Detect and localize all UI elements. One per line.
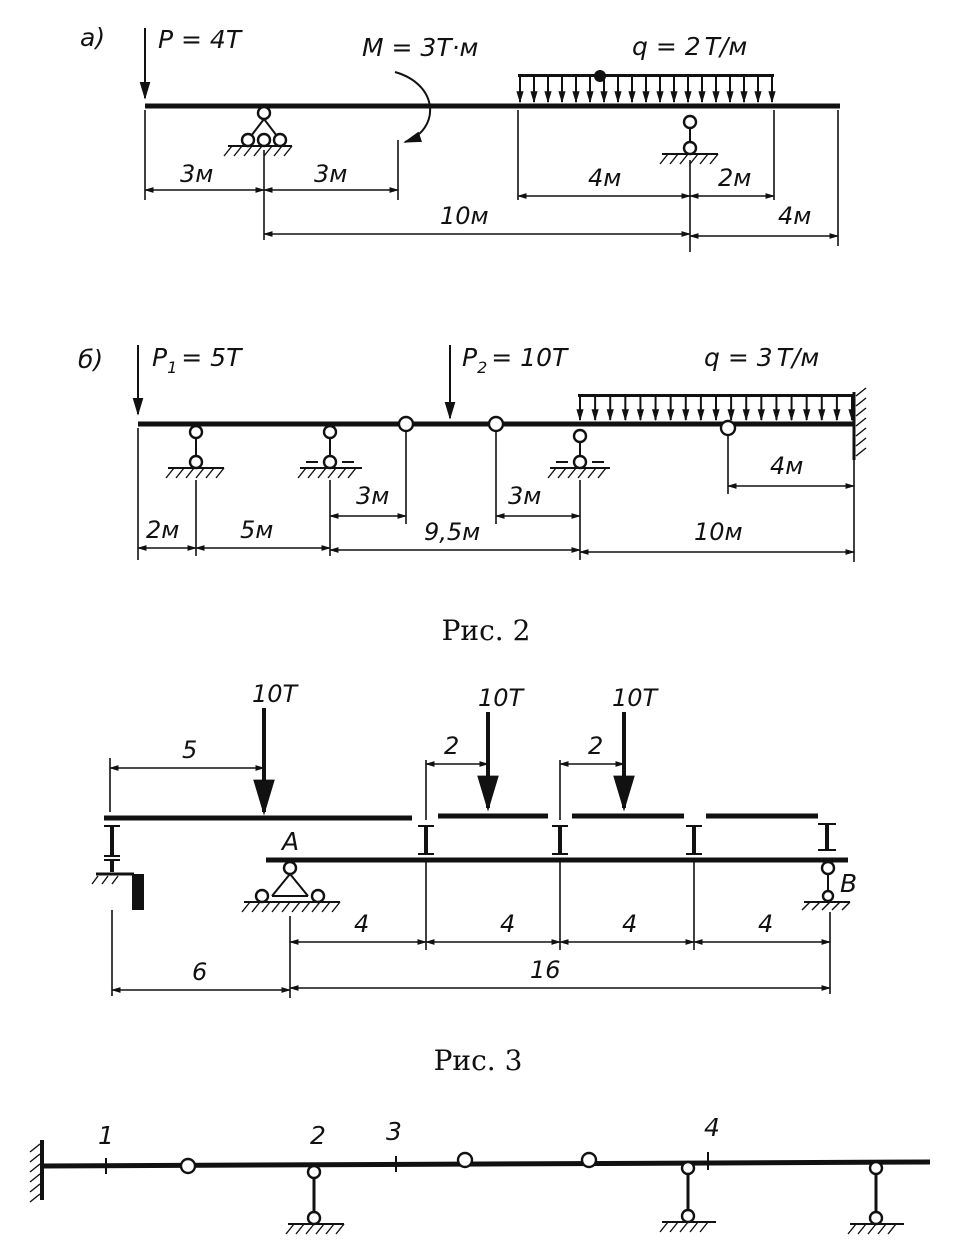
load-top-line: [578, 394, 854, 397]
roller-support: [659, 1160, 716, 1233]
pin-support-a: [241, 860, 341, 913]
dim-label: 10м: [694, 518, 743, 546]
dim-label: 16: [530, 956, 561, 984]
strut-connector: [686, 825, 702, 855]
strut-connector: [418, 825, 434, 855]
dim-label: 10м: [440, 202, 489, 230]
pin-support: [297, 424, 362, 479]
section-label: 4: [704, 1113, 720, 1142]
load-label: 10T: [612, 684, 660, 712]
roller-support: [847, 1160, 904, 1235]
fig2b-tag: б): [78, 345, 103, 374]
load-top-line: [518, 74, 774, 77]
roller-support: [165, 424, 225, 479]
section-label: 2: [310, 1121, 326, 1150]
hinge: [179, 1157, 197, 1175]
strut-connector: [104, 825, 120, 857]
support-b-label: B: [840, 869, 857, 898]
dim-label: 3м: [180, 160, 213, 188]
hinge: [719, 419, 737, 437]
load-label: 10T: [252, 680, 300, 708]
roller-support: [285, 1164, 345, 1235]
pin-support: [547, 428, 610, 479]
hinge: [456, 1151, 474, 1169]
dim-label: 3м: [314, 160, 347, 188]
pin-support-1: [223, 105, 293, 157]
hinge: [487, 415, 505, 433]
dim-label: 2: [588, 732, 603, 760]
figure-2-caption: Рис. 2: [442, 614, 531, 647]
dim-label: 4: [758, 910, 773, 938]
support-a-label: A: [280, 827, 299, 856]
distributed-load-arrows: [516, 77, 776, 104]
wall-bracket-support: [91, 859, 144, 910]
dim-label: 4м: [588, 164, 621, 192]
figure-4: 1 2 3 4: [29, 1113, 931, 1235]
hinge: [397, 415, 415, 433]
section-label: 3: [386, 1117, 402, 1146]
strut-connector: [552, 825, 568, 855]
dim-label: 2: [444, 732, 459, 760]
figure-3: 10T 10T 10T 5 2 2: [91, 680, 857, 998]
distributed-load-arrows: [576, 397, 856, 422]
force-p-label: P = 4T: [158, 25, 243, 54]
load-resultant-dot: [594, 70, 606, 82]
load-label: 10T: [478, 684, 526, 712]
moment-label: M = 3T·м: [362, 33, 478, 62]
fixed-wall: [29, 1140, 44, 1203]
dim-label: 2м: [718, 164, 751, 192]
dim-label: 4м: [778, 202, 811, 230]
beam-4: [41, 1159, 931, 1169]
section-label: 1: [98, 1121, 114, 1150]
dim-label: 2м: [146, 516, 179, 544]
roller-support-2: [659, 114, 719, 165]
fig2a-tag: а): [80, 23, 105, 52]
dim-label: 5м: [240, 516, 273, 544]
figure-3-caption: Рис. 3: [434, 1044, 523, 1077]
roller-support-b: [801, 860, 851, 911]
dim-label: 4: [354, 910, 369, 938]
dim-label: 5: [182, 736, 197, 764]
fixed-wall: [852, 387, 867, 460]
dim-label: 4: [622, 910, 637, 938]
force-p1-label: P1= 5T: [152, 343, 243, 377]
force-p2-label: P2= 10T: [462, 343, 569, 377]
hinge: [580, 1151, 598, 1169]
dim-label: 3м: [508, 482, 541, 510]
dim-label: 4м: [770, 452, 803, 480]
dim-label: 9,5м: [424, 518, 480, 546]
dim-label: 3м: [356, 482, 389, 510]
strut-connector: [818, 823, 836, 851]
dim-label: 4: [500, 910, 515, 938]
dim-label: 6: [192, 958, 207, 986]
